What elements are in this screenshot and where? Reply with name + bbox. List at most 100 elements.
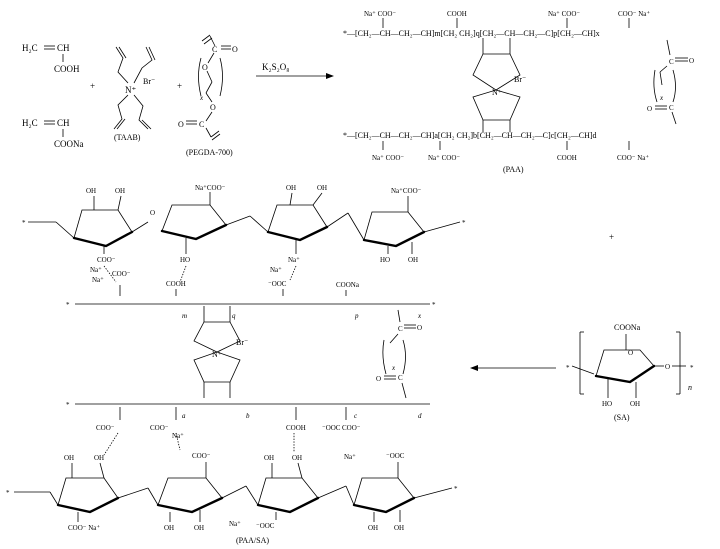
taab-label: (TAAB) xyxy=(114,133,141,142)
taab-nitrogen: N⁺ xyxy=(125,85,136,95)
net-coo-4: COO⁻ xyxy=(342,424,361,432)
paa-top-group-4: COO⁻ Na⁺ xyxy=(618,10,650,18)
pegda-carbonyl-bottom: C xyxy=(199,120,204,129)
pegda-o-top: O xyxy=(202,63,208,72)
pegda: C O O x O C O (PEGDA-700) xyxy=(178,34,238,157)
paa-crosslink-c-top: C xyxy=(669,58,674,66)
net-coo-3: COO⁻ xyxy=(150,424,169,432)
sodium-acrylate-ch: CH xyxy=(57,118,70,128)
paa-sa-label: (PAA/SA) xyxy=(236,536,269,545)
sa-ring-o: O xyxy=(628,349,633,357)
sa-lower-oh-8: OH xyxy=(394,524,404,532)
net-star-top-right: * xyxy=(432,301,436,309)
net-star-bottom-left: * xyxy=(66,401,70,409)
sodium-acrylate-coona: COONa xyxy=(54,139,84,149)
paa-bottom-group-1: Na⁺ COO⁻ xyxy=(372,154,404,162)
sa-lower-oh-1: OH xyxy=(64,454,74,462)
hydrogen-bonds-lower xyxy=(103,432,295,456)
net-coona: COONa xyxy=(336,281,360,289)
plus-sign-1: + xyxy=(90,81,95,91)
pegda-o-bottom: O xyxy=(210,103,216,112)
paa-sa-upper-sa: * OH OH O Na⁺COO⁻ OH OH Na⁺COO⁻ * HO xyxy=(22,184,466,264)
taab: N⁺ Br⁻ (TAAB) xyxy=(113,46,156,142)
net-crosslink-o-top: O xyxy=(417,324,422,332)
sa-lower-na-3: Na⁺ xyxy=(229,520,241,528)
initiator-label: K₂S₂O₈ xyxy=(262,62,289,72)
reaction-arrow-1: K₂S₂O₈ xyxy=(256,62,334,79)
net-ooc-1: ⁻OOC xyxy=(268,280,287,288)
paa-ring-n: N⁺ xyxy=(492,88,502,97)
star-lower-right: * xyxy=(454,485,458,493)
paa-sa-network: Na⁺ COO⁻ Na⁺ COOH ⁻OOC Na⁺ COONa * * m q… xyxy=(66,266,436,440)
sodium-acrylate-h2c: H₂C xyxy=(22,118,38,128)
net-sub-d: d xyxy=(418,412,422,420)
sa-repeat-n: n xyxy=(688,383,692,392)
paa-product: *—[CH₂—CH—CH₂—CH]m[CH₂ CH₂]q[CH₂—CH—CH₂—… xyxy=(343,10,694,174)
paa-bottom-group-4: COO⁻ Na⁺ xyxy=(617,154,649,162)
net-na-1: Na⁺ xyxy=(90,266,102,274)
paa-top-group-1: Na⁺ COO⁻ xyxy=(364,10,396,18)
paa-label: (PAA) xyxy=(503,165,524,174)
sa-upper-oh-2: OH xyxy=(115,187,125,195)
sa-upper-coo-1: COO⁻ xyxy=(97,256,116,264)
sa-lower-oh-7: OH xyxy=(368,524,378,532)
net-na-1b: Na⁺ xyxy=(92,276,104,284)
net-coo-1: COO⁻ xyxy=(112,270,131,278)
hydrogen-bonds-upper xyxy=(103,265,297,283)
star-lower-left: * xyxy=(6,489,10,497)
plus-sign-2: + xyxy=(177,81,182,91)
net-na-2: Na⁺ xyxy=(270,266,282,274)
sa-upper-oh-3: OH xyxy=(286,184,296,192)
paa-crosslink-o-eq-top: O xyxy=(689,57,694,65)
pegda-carbonyl-top: C xyxy=(212,45,217,54)
sa-upper-ho-2: HO xyxy=(180,256,190,264)
net-ring-br: Br⁻ xyxy=(236,338,248,347)
net-sub-c: c xyxy=(354,412,358,420)
sa-oh: OH xyxy=(630,400,640,408)
net-crosslink-c-bottom: C xyxy=(398,374,403,382)
reaction-arrow-2 xyxy=(470,365,556,371)
sa-upper-oh-4b: OH xyxy=(408,256,418,264)
net-sub-b: b xyxy=(246,412,250,420)
sa-bridge-o: O xyxy=(665,363,670,371)
paa-top-group-2: COOH xyxy=(447,10,467,18)
sa-ho: HO xyxy=(602,400,612,408)
pegda-repeat-x: x xyxy=(199,94,204,102)
sa-upper-ho-4: HO xyxy=(380,256,390,264)
paa-sa-lower-sa: * OH OH COO⁻ Na⁺ COO⁻ OH OH OH OH ⁻OOC N xyxy=(6,452,458,545)
sa-monomer: * * O COONa O HO OH n (SA) xyxy=(566,323,694,422)
pegda-o-eq-bottom: O xyxy=(178,120,184,129)
sa-upper-coo-2: Na⁺COO⁻ xyxy=(195,184,226,192)
net-cooh-1: COOH xyxy=(166,280,186,288)
acrylic-acid-ch: CH xyxy=(57,43,70,53)
sa-upper-o-1: O xyxy=(150,209,155,217)
paa-crosslink-c-bottom: C xyxy=(669,104,674,112)
pegda-o-eq-top: O xyxy=(232,45,238,54)
acrylic-acid-h2c: H₂C xyxy=(22,43,38,53)
sa-lower-ooc-4: ⁻OOC xyxy=(386,452,405,460)
paa-bottom-group-3: COOH xyxy=(557,154,577,162)
net-ring-n: N⁺ xyxy=(212,350,222,359)
paa-top-chain: *—[CH₂—CH—CH₂—CH]m[CH₂ CH₂]q[CH₂—CH—CH₂—… xyxy=(343,29,600,38)
sa-upper-coo-4: Na⁺COO⁻ xyxy=(391,187,422,195)
paa-crosslink-repeat: x xyxy=(659,94,664,102)
paa-bottom-chain: *—[CH₂—CH—CH₂—CH]a[CH₂ CH₂]b[CH₂—CH—CH₂—… xyxy=(343,131,597,140)
sa-lower-na-4: Na⁺ xyxy=(344,453,356,461)
paa-crosslink-o-eq-bottom: O xyxy=(647,105,652,113)
acrylic-acid: H₂C CH COOH xyxy=(22,43,80,74)
sa-lower-ooc-3: ⁻OOC xyxy=(256,522,275,530)
sa-lower-oh-4: OH xyxy=(194,524,204,532)
net-na-4: Na⁺ xyxy=(172,432,184,440)
sa-lower-oh-6: OH xyxy=(292,454,302,462)
net-sub-a: a xyxy=(182,412,186,420)
paa-ring-br: Br⁻ xyxy=(514,75,526,84)
sa-lower-oh-3: OH xyxy=(164,524,174,532)
net-crosslink-repeat: x xyxy=(391,364,396,372)
star-upper-right: * xyxy=(462,219,466,227)
pegda-label: (PEGDA-700) xyxy=(186,148,233,157)
net-cooh-2: COOH xyxy=(286,424,306,432)
net-crosslink-c-top: C xyxy=(398,325,403,333)
net-ooc-2: ⁻OOC xyxy=(322,424,341,432)
sa-lower-oh-5: OH xyxy=(264,454,274,462)
